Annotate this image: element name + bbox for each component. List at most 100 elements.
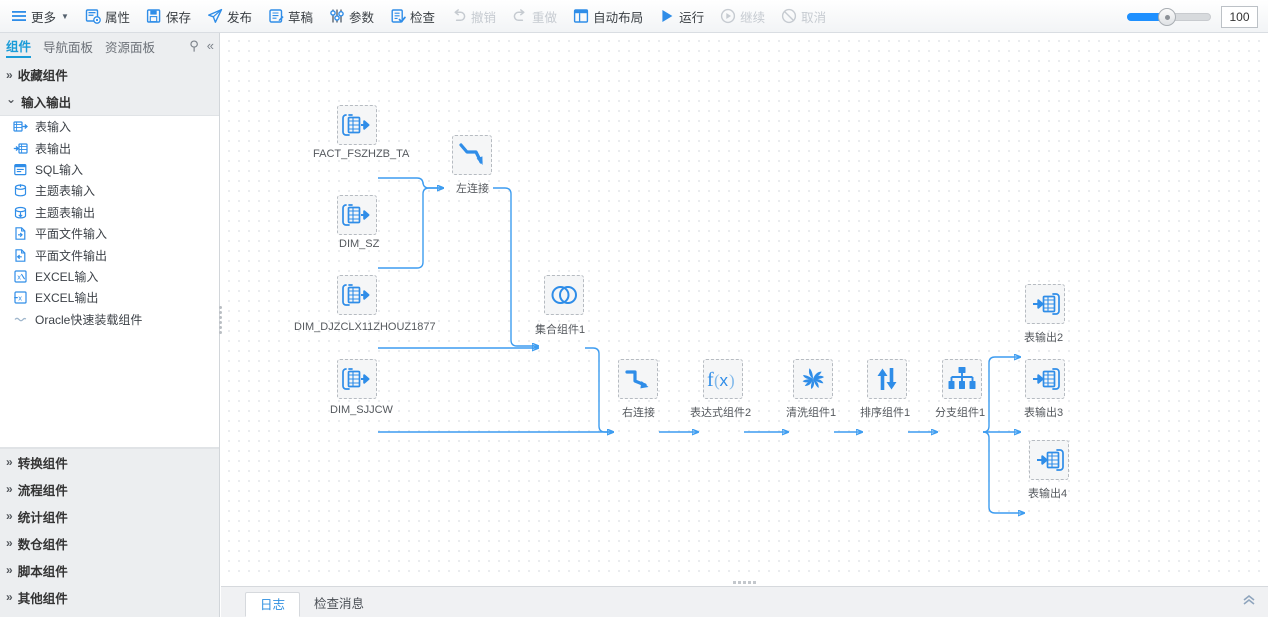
- component-item-sql-input[interactable]: SQL输入: [0, 159, 219, 180]
- toolbar-button-cancel: 取消: [774, 3, 833, 29]
- left-panel-tab-0[interactable]: 组件: [6, 36, 32, 58]
- component-item-label: 主题表输入: [35, 184, 96, 199]
- toolbar-button-label: 参数: [349, 10, 375, 25]
- left-panel-tab-1[interactable]: 导航面板: [43, 41, 94, 55]
- canvas-node-label: 集合组件1: [535, 324, 586, 336]
- toolbar-button-draft[interactable]: 草稿: [261, 3, 320, 29]
- toolbar-button-check[interactable]: 检查: [383, 3, 442, 29]
- collapse-left-icon[interactable]: «: [206, 38, 214, 53]
- canvas-node-label: 表输出2: [1024, 332, 1064, 344]
- excel-output-icon: x: [13, 290, 28, 305]
- component-group-collapsed[interactable]: »收藏组件: [0, 61, 219, 88]
- toolbar-button-menu[interactable]: 更多▼: [4, 3, 76, 29]
- toolbar-button-label: 自动布局: [593, 10, 644, 25]
- canvas-node-out4[interactable]: [1029, 440, 1069, 480]
- sort-icon: [872, 364, 902, 394]
- right-join-icon: [623, 364, 653, 394]
- toolbar-button-undo: 撤销: [444, 3, 503, 29]
- save-icon: [146, 8, 162, 24]
- canvas-node-dimsj[interactable]: [337, 359, 377, 399]
- component-group-collapsed[interactable]: »其他组件: [0, 584, 219, 611]
- left-join-icon: [457, 140, 487, 170]
- chevron-right-icon: »: [6, 563, 13, 578]
- excel-input-icon: x: [13, 269, 28, 284]
- zoom-slider-knob[interactable]: [1157, 8, 1176, 26]
- canvas-node-dimsz[interactable]: [337, 195, 377, 235]
- menu-icon: [11, 8, 27, 24]
- toolbar-button-continue: 继续: [713, 3, 772, 29]
- canvas-node-leftjoin[interactable]: [452, 135, 492, 175]
- svg-text:): ): [729, 371, 735, 390]
- panel-resize-handle[interactable]: [218, 306, 223, 334]
- toolbar-button-save[interactable]: 保存: [139, 3, 198, 29]
- component-group-collapsed[interactable]: »数仓组件: [0, 530, 219, 557]
- zoom-slider[interactable]: [1127, 8, 1211, 26]
- canvas-node-fact[interactable]: [337, 105, 377, 145]
- bottom-tab-1[interactable]: 检查消息: [314, 597, 365, 611]
- component-item-label: EXCEL输入: [35, 269, 99, 284]
- left-panel-tab-2[interactable]: 资源面板: [105, 41, 156, 55]
- left-panel-tabs: 组件导航面板资源面板 ⚲ «: [0, 33, 219, 61]
- toolbar-button-parameters[interactable]: 参数: [322, 3, 381, 29]
- component-item-subject-table-output[interactable]: 主题表输出: [0, 202, 219, 223]
- toolbar-button-run[interactable]: 运行: [652, 3, 711, 29]
- component-group-label: 转换组件: [17, 456, 68, 471]
- component-item-oracle-loader[interactable]: Oracle快速装载组件: [0, 309, 219, 330]
- component-item-flatfile-output[interactable]: 平面文件输出: [0, 244, 219, 265]
- table-input-icon: [342, 200, 372, 230]
- canvas-node-rightjoin[interactable]: [618, 359, 658, 399]
- component-item-excel-input[interactable]: x EXCEL输入: [0, 266, 219, 287]
- component-item-table-output[interactable]: 表输出: [0, 137, 219, 158]
- canvas-node-sort1[interactable]: [867, 359, 907, 399]
- workflow-canvas[interactable]: FACT_FSZHZB_TA DIM_SZ 左连接 DIM_DJZCLX11ZH…: [221, 33, 1268, 584]
- canvas-node-label: 排序组件1: [860, 407, 911, 419]
- redo-icon: [512, 8, 528, 24]
- canvas-node-branch1[interactable]: [942, 359, 982, 399]
- canvas-node-label: FACT_FSZHZB_TA: [313, 148, 410, 160]
- left-panel: 组件导航面板资源面板 ⚲ « »收藏组件⌄输入输出表输入表输出 SQL输入主题表输…: [0, 33, 220, 617]
- toolbar-button-label: 草稿: [287, 10, 313, 25]
- toolbar-button-label: 属性: [104, 10, 130, 25]
- canvas-node-set1[interactable]: [544, 275, 584, 315]
- component-group-label: 输入输出: [21, 96, 72, 110]
- cancel-icon: [781, 8, 797, 24]
- canvas-node-label: DIM_SJJCW: [330, 404, 393, 416]
- component-group-collapsed[interactable]: »流程组件: [0, 476, 219, 503]
- zoom-value-input[interactable]: 100: [1221, 5, 1258, 28]
- expression-icon: f ( x ): [706, 366, 740, 392]
- toolbar-button-publish[interactable]: 发布: [200, 3, 259, 29]
- canvas-node-label: 表达式组件2: [690, 407, 752, 419]
- canvas-node-label: DIM_DJZCLX11ZHOUZ1877: [294, 321, 436, 333]
- component-group-label: 统计组件: [17, 510, 68, 525]
- canvas-node-out2[interactable]: [1025, 284, 1065, 324]
- canvas-node-dimdj[interactable]: [337, 275, 377, 315]
- draft-icon: [268, 8, 284, 24]
- component-group-expanded[interactable]: ⌄输入输出: [0, 88, 219, 115]
- component-group-collapsed[interactable]: »转换组件: [0, 449, 219, 476]
- table-output-icon: [1030, 364, 1060, 394]
- toolbar-button-properties[interactable]: 属性: [78, 3, 137, 29]
- horizontal-splitter[interactable]: [221, 578, 1268, 586]
- component-item-flatfile-input[interactable]: 平面文件输入: [0, 223, 219, 244]
- search-icon[interactable]: ⚲: [189, 38, 199, 53]
- component-list-empty-area: [0, 329, 219, 448]
- component-group-collapsed[interactable]: »统计组件: [0, 503, 219, 530]
- canvas-node-out3[interactable]: [1025, 359, 1065, 399]
- component-item-table-input[interactable]: 表输入: [0, 116, 219, 137]
- canvas-node-label: 表输出4: [1028, 488, 1068, 500]
- subject-table-output-icon: [13, 205, 28, 220]
- bottom-tab-0[interactable]: 日志: [245, 592, 301, 617]
- canvas-node-clean1[interactable]: [793, 359, 833, 399]
- component-item-subject-table-input[interactable]: 主题表输入: [0, 180, 219, 201]
- toolbar-button-auto-layout[interactable]: 自动布局: [566, 3, 650, 29]
- canvas-node-expr2[interactable]: f ( x ): [703, 359, 743, 399]
- component-item-label: SQL输入: [35, 162, 84, 177]
- table-output-icon: [1034, 445, 1064, 475]
- component-group-collapsed[interactable]: »脚本组件: [0, 557, 219, 584]
- canvas-node-label: DIM_SZ: [339, 238, 380, 250]
- canvas-node-label: 表输出3: [1024, 407, 1064, 419]
- chevron-up-double-icon[interactable]: [1242, 593, 1256, 610]
